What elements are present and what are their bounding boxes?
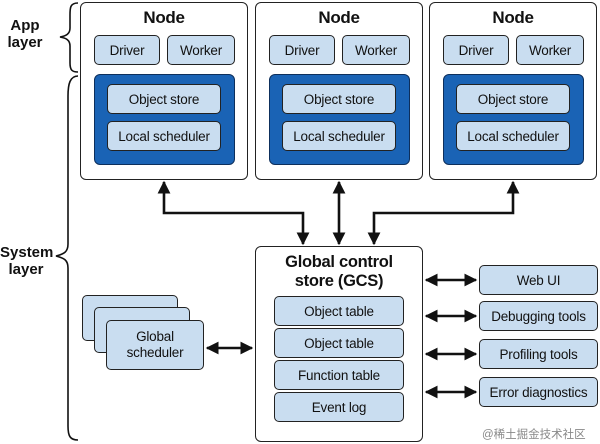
profiling-tools: Profiling tools xyxy=(479,339,598,369)
node-1: Node Driver Worker Object store Local sc… xyxy=(80,2,248,180)
gcs-title: Global control store (GCS) xyxy=(285,253,393,290)
object-store: Object store xyxy=(107,84,221,114)
global-scheduler: Global scheduler xyxy=(106,320,204,370)
node1-gcs-line xyxy=(157,180,310,246)
system-layer-label: System layer xyxy=(0,244,54,278)
local-scheduler: Local scheduler xyxy=(282,121,396,151)
node-2: Node Driver Worker Object store Local sc… xyxy=(255,2,423,180)
worker: Worker xyxy=(516,35,584,65)
web-ui-tool: Web UI xyxy=(479,265,598,295)
debugging-tools: Debugging tools xyxy=(479,301,598,331)
driver: Driver xyxy=(269,35,335,65)
app-layer-label: App layer xyxy=(7,17,43,51)
worker: Worker xyxy=(167,35,235,65)
watermark: @稀土掘金技术社区 xyxy=(482,429,586,441)
global-control-store: Global control store (GCS) Object table … xyxy=(255,246,423,442)
system-layer-brace xyxy=(55,75,79,441)
node-core: Object store Local scheduler xyxy=(269,74,410,165)
node-title: Node xyxy=(318,8,360,27)
gcs-object-table: Object table xyxy=(274,296,404,326)
app-layer-brace xyxy=(59,2,79,73)
local-scheduler: Local scheduler xyxy=(107,121,221,151)
gcs-function-table: Function table xyxy=(274,360,404,390)
node-title: Node xyxy=(143,8,185,27)
node-core: Object store Local scheduler xyxy=(443,74,584,165)
driver: Driver xyxy=(94,35,160,65)
object-store: Object store xyxy=(456,84,570,114)
node-3: Node Driver Worker Object store Local sc… xyxy=(429,2,597,180)
gcs-event-log: Event log xyxy=(274,392,404,422)
gcs-object-table: Object table xyxy=(274,328,404,358)
node-core: Object store Local scheduler xyxy=(94,74,235,165)
object-store: Object store xyxy=(282,84,396,114)
worker: Worker xyxy=(342,35,410,65)
local-scheduler: Local scheduler xyxy=(456,121,570,151)
node-title: Node xyxy=(492,8,534,27)
driver: Driver xyxy=(443,35,509,65)
node3-gcs-line xyxy=(367,180,520,246)
error-diagnostics: Error diagnostics xyxy=(479,377,598,407)
